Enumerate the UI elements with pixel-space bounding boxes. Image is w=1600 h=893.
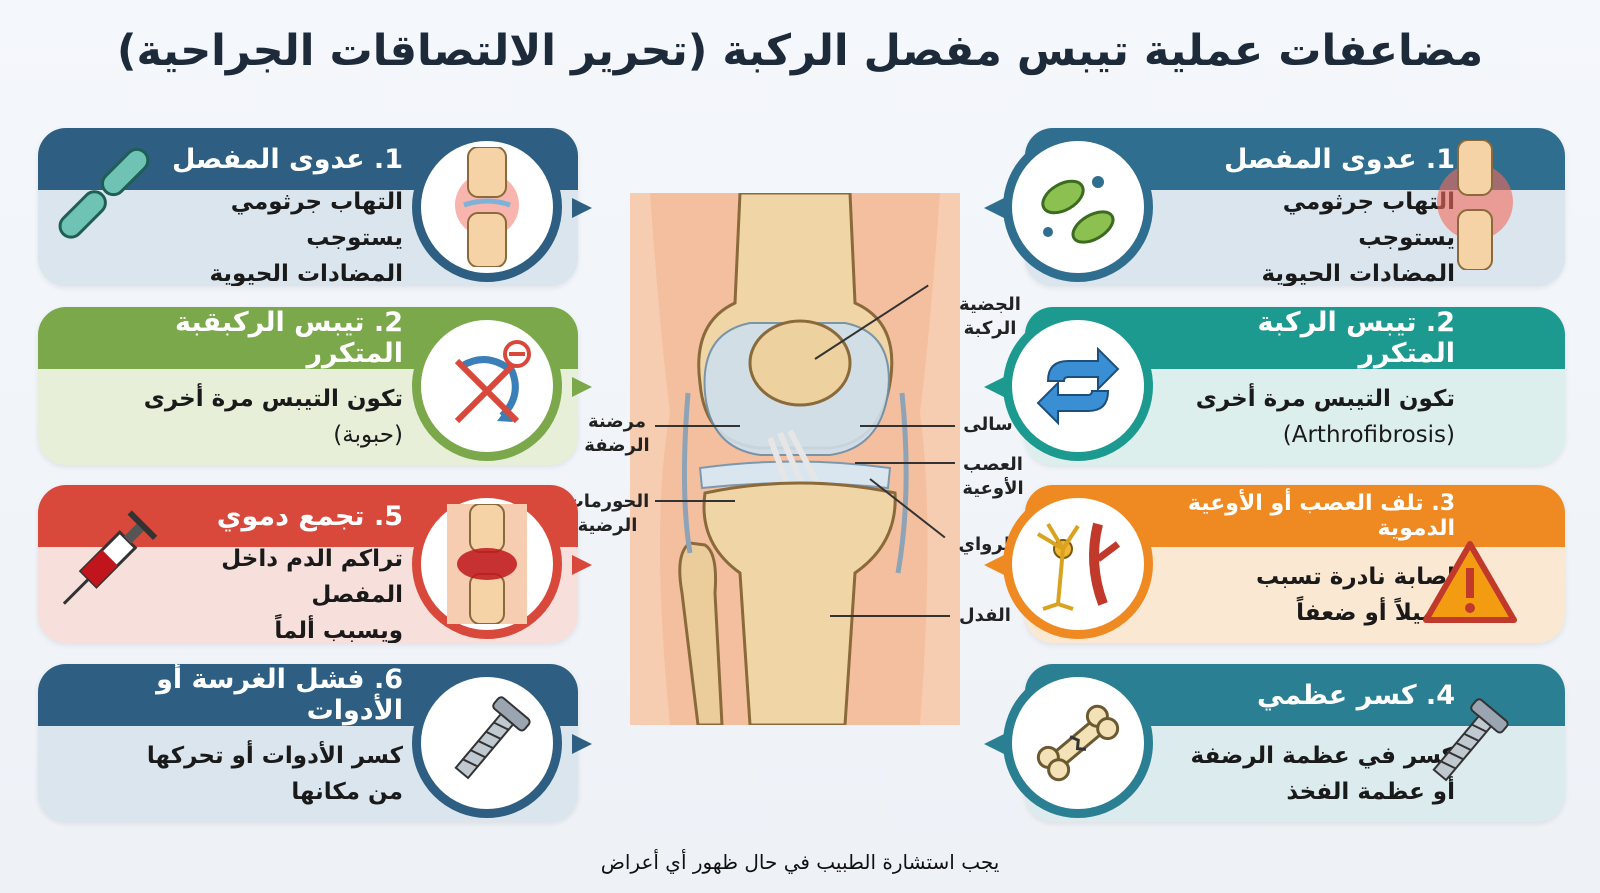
card-line: (حبوبة) xyxy=(333,422,403,448)
blood-knee-icon xyxy=(412,489,562,639)
card-pointer xyxy=(572,555,592,575)
knee-anatomy-illustration xyxy=(630,193,960,725)
card-line: تراكم الدم داخل المفصل xyxy=(221,546,403,608)
card-line: التهاب جرثومي يستوجب xyxy=(230,189,403,251)
no-rotation-icon xyxy=(412,311,562,461)
card-line: كسر في عظمة الرضفة xyxy=(1190,743,1455,769)
footer-note: يجب استشارة الطبيب في حال ظهور أي أعراض xyxy=(600,850,1000,874)
bacteria-icon xyxy=(58,147,150,239)
label-nerve-vessels: العصب الأوعية xyxy=(962,454,1024,499)
leader-line xyxy=(860,425,955,427)
card-pointer xyxy=(984,377,1004,397)
label-patella: الجضية الركبة xyxy=(959,294,1021,339)
card-line: إصابة نادرة تسبب xyxy=(1255,564,1455,590)
card-line: من مكانها xyxy=(291,779,403,805)
card-pointer xyxy=(572,198,592,218)
label-fibula: الفدل xyxy=(959,605,1011,626)
syringe-icon xyxy=(62,510,158,605)
card-line: ويسبب ألماً xyxy=(274,618,403,643)
card-line: التهاب جرثومي يستوجب xyxy=(1282,189,1455,251)
leader-line xyxy=(655,425,740,427)
label-femur-pad: مرضنة الرضفة xyxy=(584,411,650,456)
repeat-arrows-icon xyxy=(1003,311,1153,461)
leader-line xyxy=(855,462,955,464)
screw-icon xyxy=(412,668,562,818)
label-cartilage: سالى xyxy=(963,414,1013,435)
warning-icon xyxy=(1423,541,1517,623)
card-pointer xyxy=(984,734,1004,754)
label-menisci: الحورمات الرضية xyxy=(565,491,650,536)
card-line: كسر الأدوات أو تحركها xyxy=(146,743,403,769)
inflamed-knee-icon xyxy=(1437,140,1513,270)
card-line: تكون التيبس مرة أخرى xyxy=(1195,386,1455,412)
card-pointer xyxy=(572,734,592,754)
screw-icon xyxy=(1432,698,1509,782)
card-pointer xyxy=(984,198,1004,218)
card-pointer xyxy=(984,555,1004,575)
inflamed-knee-icon xyxy=(412,132,562,282)
leader-line xyxy=(830,615,950,617)
card-line: تنميلاً أو ضعفاً xyxy=(1296,600,1455,626)
label-ligaments: الرواي xyxy=(958,534,1017,555)
broken-bone-icon xyxy=(1003,668,1153,818)
nerve-vessel-icon xyxy=(1003,489,1153,639)
card-pointer xyxy=(572,377,592,397)
card-line: أو عظمة الفخذ xyxy=(1286,779,1455,805)
card-line: المضادات الحيوية xyxy=(1261,261,1455,286)
bacteria-icon xyxy=(1003,132,1153,282)
page-title: مضاعفات عملية تيبس مفصل الركبة (تحرير ال… xyxy=(116,26,1484,76)
card-line: المضادات الحيوية xyxy=(209,261,403,286)
card-line: تكون التيبس مرة أخرى xyxy=(143,386,403,412)
card-line: (Arthrofibrosis) xyxy=(1282,422,1455,448)
leader-line xyxy=(655,500,735,502)
